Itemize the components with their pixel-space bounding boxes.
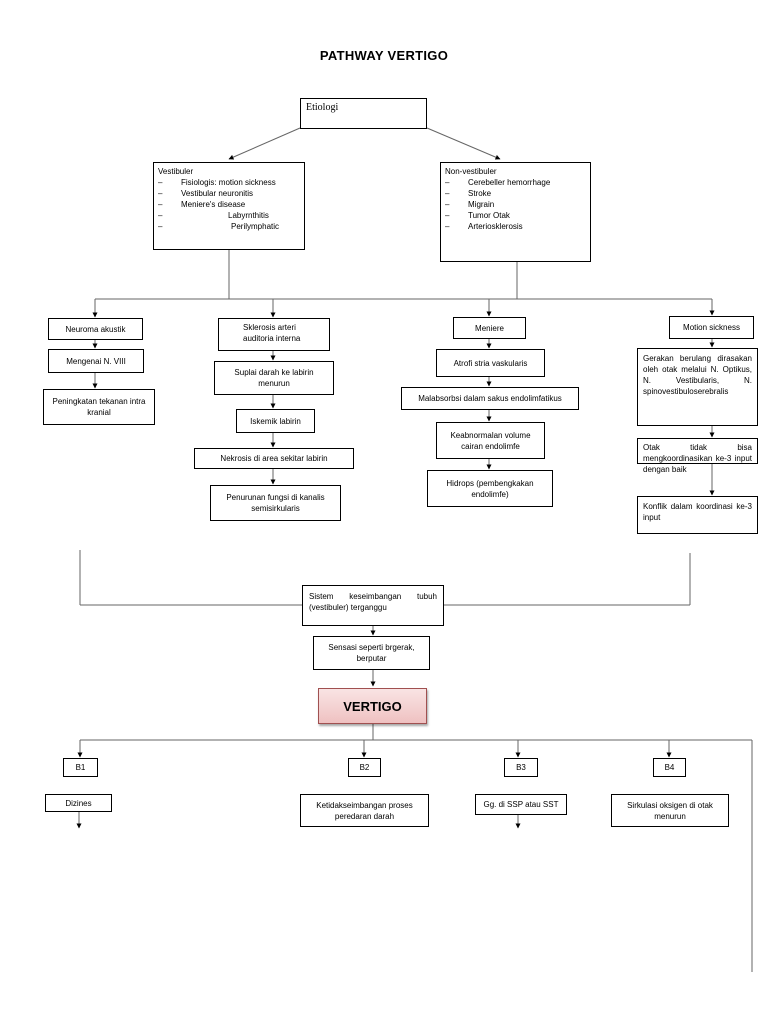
konflik-koordinasi-label: Konflik dalam koordinasi ke-3 input xyxy=(643,502,752,522)
non-vestibuler-box: Non-vestibuler Cerebeller hemorrhage Str… xyxy=(440,162,591,262)
gerakan-berulang-label: Gerakan berulang dirasakan oleh otak mel… xyxy=(643,354,752,396)
otak-tidak-bisa-label: Otak tidak bisa mengkoordinasikan ke-3 i… xyxy=(643,443,752,474)
b2-box: B2 xyxy=(348,758,381,777)
dizines-label: Dizines xyxy=(65,798,92,808)
sirkulasi-oksigen-label: Sirkulasi oksigen di otak menurun xyxy=(627,800,713,821)
neuroma-akustik-label: Neuroma akustik xyxy=(65,324,126,334)
vestibuler-box: Vestibuler Fisiologis: motion sickness V… xyxy=(153,162,305,250)
meniere-label: Meniere xyxy=(475,323,504,333)
non-vestibuler-item: Stroke xyxy=(445,188,586,199)
page-title: PATHWAY VERTIGO xyxy=(319,48,449,63)
vertigo-label: VERTIGO xyxy=(343,698,402,714)
atrofi-stria-label: Atrofi stria vaskularis xyxy=(453,358,528,368)
sklerosis-arteri-label: Sklerosis arteri auditoria interna xyxy=(243,323,301,343)
meniere-box: Meniere xyxy=(453,317,526,339)
iskemik-labirin-label: Iskemik labirin xyxy=(250,416,301,426)
suplai-darah-label: Suplai darah ke labirin menurun xyxy=(234,368,314,388)
sirkulasi-oksigen-box: Sirkulasi oksigen di otak menurun xyxy=(611,794,729,827)
non-vestibuler-heading: Non-vestibuler xyxy=(445,167,497,176)
malabsorbsi-label: Malabsorbsi dalam sakus endolimfatikus xyxy=(418,394,562,403)
b4-box: B4 xyxy=(653,758,686,777)
vestibuler-item: Meniere's disease xyxy=(158,199,300,210)
b3-label: B3 xyxy=(516,763,526,772)
gg-ssp-box: Gg. di SSP atau SST xyxy=(475,794,567,815)
vertigo-box: VERTIGO xyxy=(318,688,427,724)
sistem-keseimbangan-label: Sistem keseimbangan tubuh (vestibuler) t… xyxy=(309,592,437,612)
b2-label: B2 xyxy=(359,763,370,772)
keabnormalan-volume-box: Keabnormalan volume cairan endolimfe xyxy=(436,422,545,459)
non-vestibuler-item: Cerebeller hemorrhage xyxy=(445,177,586,188)
sistem-keseimbangan-box: Sistem keseimbangan tubuh (vestibuler) t… xyxy=(302,585,444,626)
b1-label: B1 xyxy=(75,763,86,772)
konflik-koordinasi-box: Konflik dalam koordinasi ke-3 input xyxy=(637,496,758,534)
b3-box: B3 xyxy=(504,758,538,777)
vestibuler-item: Vestibular neuronitis xyxy=(158,188,300,199)
neuroma-akustik-box: Neuroma akustik xyxy=(48,318,143,340)
vestibuler-heading: Vestibuler xyxy=(158,167,194,176)
non-vestibuler-item: Tumor Otak xyxy=(445,210,586,221)
ketidakseimbangan-label: Ketidakseimbangan proses peredaran darah xyxy=(316,800,413,821)
vestibuler-item: Perilymphatic xyxy=(158,221,300,232)
peningkatan-tekanan-box: Peningkatan tekanan intra kranial xyxy=(43,389,155,425)
suplai-darah-box: Suplai darah ke labirin menurun xyxy=(214,361,334,395)
penurunan-fungsi-box: Penurunan fungsi di kanalis semisirkular… xyxy=(210,485,341,521)
dizines-box: Dizines xyxy=(45,794,112,812)
mengenai-n8-label: Mengenai N. VIII xyxy=(66,356,126,366)
etiologi-label: Etiologi xyxy=(306,102,339,113)
ketidakseimbangan-box: Ketidakseimbangan proses peredaran darah xyxy=(300,794,429,827)
gg-ssp-label: Gg. di SSP atau SST xyxy=(483,800,559,809)
nekrosis-box: Nekrosis di area sekitar labirin xyxy=(194,448,354,469)
penurunan-fungsi-label: Penurunan fungsi di kanalis semisirkular… xyxy=(226,493,325,513)
b4-label: B4 xyxy=(664,763,675,772)
keabnormalan-volume-label: Keabnormalan volume cairan endolimfe xyxy=(450,430,531,451)
motion-sickness-box: Motion sickness xyxy=(669,316,754,339)
iskemik-labirin-box: Iskemik labirin xyxy=(236,409,315,433)
peningkatan-tekanan-label: Peningkatan tekanan intra kranial xyxy=(52,397,146,417)
sensasi-box: Sensasi seperti brgerak, berputar xyxy=(313,636,430,670)
otak-tidak-bisa-box: Otak tidak bisa mengkoordinasikan ke-3 i… xyxy=(637,438,758,474)
motion-sickness-label: Motion sickness xyxy=(683,323,740,332)
vestibuler-item: Labyrnthitis xyxy=(158,210,300,221)
etiologi-box: Etiologi xyxy=(300,98,427,129)
sensasi-label: Sensasi seperti brgerak, berputar xyxy=(328,643,415,663)
non-vestibuler-item: Migrain xyxy=(445,199,586,210)
hidrops-label: Hidrops (pembengkakan endolimfe) xyxy=(446,478,534,499)
malabsorbsi-box: Malabsorbsi dalam sakus endolimfatikus xyxy=(401,387,579,410)
nekrosis-label: Nekrosis di area sekitar labirin xyxy=(220,454,328,463)
vestibuler-item: Fisiologis: motion sickness xyxy=(158,177,300,188)
b1-box: B1 xyxy=(63,758,98,777)
hidrops-box: Hidrops (pembengkakan endolimfe) xyxy=(427,470,553,507)
non-vestibuler-item: Arteriosklerosis xyxy=(445,221,586,232)
gerakan-berulang-box: Gerakan berulang dirasakan oleh otak mel… xyxy=(637,348,758,426)
mengenai-n8-box: Mengenai N. VIII xyxy=(48,349,144,373)
atrofi-stria-box: Atrofi stria vaskularis xyxy=(436,349,545,377)
sklerosis-arteri-box: Sklerosis arteri auditoria interna xyxy=(218,318,330,351)
